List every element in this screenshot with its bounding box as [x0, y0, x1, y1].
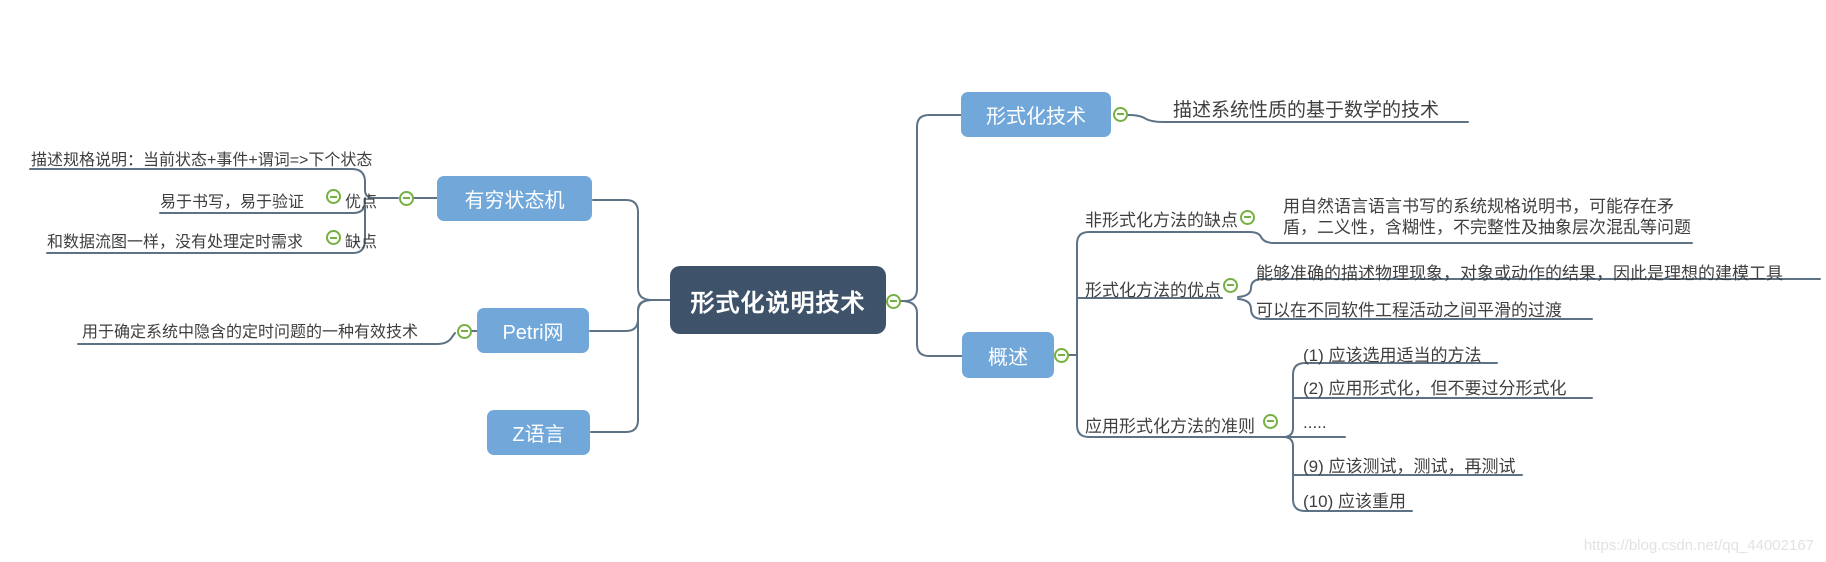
underline-formaltech-desc: [1127, 114, 1469, 123]
underline-petri-desc: [77, 332, 456, 345]
connector-overview-spine: [1076, 231, 1090, 438]
leaf-guideline-item: (2) 应用形式化，但不要过分形式化: [1303, 379, 1567, 398]
collapse-icon[interactable]: [1222, 277, 1238, 293]
collapse-icon[interactable]: [398, 190, 414, 206]
topic-petri[interactable]: Petri网: [477, 308, 589, 353]
collapse-icon[interactable]: [1053, 347, 1069, 363]
leaf-fsm-pro-label: 优点: [345, 194, 378, 211]
leaf-fsm-con-text: 和数据流图一样，没有处理定时需求: [47, 234, 304, 251]
watermark-url: https://blog.csdn.net/qq_44002167: [1583, 537, 1814, 554]
underline-formal-pros-item1: [1237, 278, 1821, 298]
underline-fsm-pro: [159, 197, 366, 214]
connector-guidelines-up: [1284, 362, 1498, 438]
connector-central-overview: [900, 300, 963, 357]
collapse-icon[interactable]: [326, 230, 341, 245]
connector-central-formaltech: [900, 114, 962, 302]
leaf-petri-desc: 用于确定系统中隐含的定时问题的一种有效技术: [82, 324, 419, 341]
leaf-guideline-item: (1) 应该选用适当的方法: [1303, 346, 1482, 365]
collapse-icon[interactable]: [1262, 413, 1278, 429]
connector-central-z: [590, 299, 673, 433]
collapse-icon[interactable]: [326, 189, 341, 204]
topic-overview[interactable]: 概述: [962, 332, 1054, 378]
leaf-formal-pros-label: 形式化方法的优点: [1085, 281, 1221, 300]
underline-informal-cons: [1088, 231, 1693, 244]
leaf-formal-pros-item: 能够准确的描述物理现象，对象或动作的结果，因此是理想的建模工具: [1256, 264, 1783, 283]
topic-z[interactable]: Z语言: [487, 410, 590, 455]
underline-fsm-con: [46, 205, 366, 254]
leaf-guideline-item: (9) 应该测试，测试，再测试: [1303, 457, 1516, 476]
central-topic[interactable]: 形式化说明技术: [670, 266, 886, 334]
topic-fsm[interactable]: 有穷状态机: [437, 176, 592, 221]
collapse-icon[interactable]: [456, 323, 472, 339]
leaf-formaltech-desc: 描述系统性质的基于数学的技术: [1173, 100, 1440, 121]
leaf-formal-pros-item: 可以在不同软件工程活动之间平滑的过渡: [1256, 301, 1562, 320]
connector-central-fsm: [592, 199, 673, 301]
collapse-icon[interactable]: [885, 293, 901, 309]
leaf-fsm-pro-text: 易于书写，易于验证: [160, 194, 305, 211]
leaf-guideline-item: (10) 应该重用: [1303, 492, 1406, 511]
connector-guidelines-down: [1284, 436, 1413, 512]
topic-formal-tech[interactable]: 形式化技术: [961, 92, 1111, 137]
leaf-guideline-item: .....: [1303, 413, 1327, 432]
collapse-icon[interactable]: [1112, 106, 1128, 122]
leaf-guidelines-label: 应用形式化方法的准则: [1085, 417, 1255, 436]
underline-formal-pros-item2: [1237, 298, 1593, 320]
leaf-informal-cons-label: 非形式化方法的缺点: [1085, 211, 1238, 230]
connector-central-petri: [589, 299, 673, 332]
collapse-icon[interactable]: [1240, 209, 1255, 225]
leaf-fsm-con-label: 缺点: [345, 234, 378, 251]
leaf-informal-cons-desc: 用自然语言语言书写的系统规格说明书，可能存在矛盾，二义性，含糊性，不完整性及抽象…: [1283, 197, 1691, 237]
underline-fsm-desc: [29, 168, 375, 199]
leaf-fsm-desc: 描述规格说明：当前状态+事件+谓词=>下个状态: [31, 152, 373, 169]
